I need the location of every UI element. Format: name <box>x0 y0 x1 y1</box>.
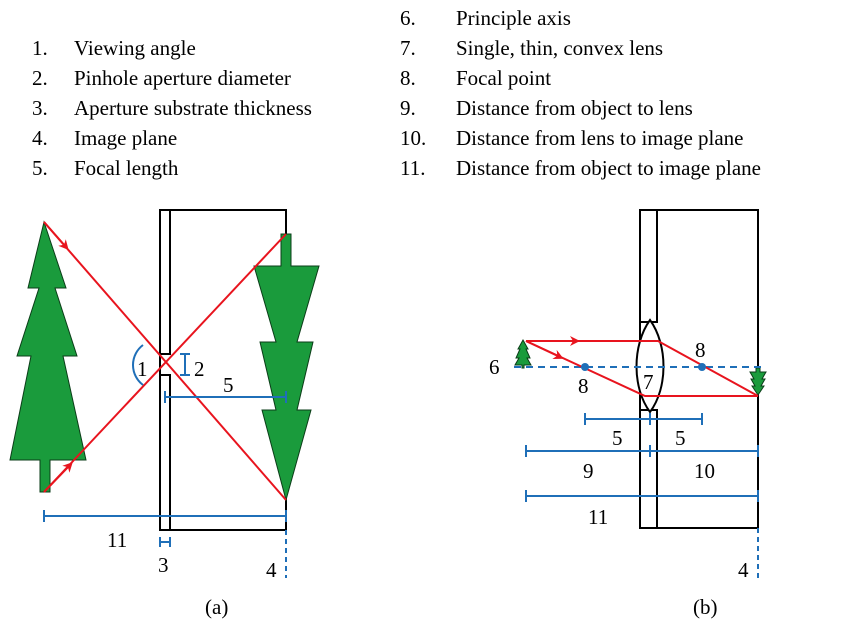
legend-item-focal-point: 8.Focal point <box>400 66 552 90</box>
object-to-image-dimension-b <box>525 490 759 502</box>
object-tree-icon <box>9 220 87 493</box>
object-lens-image-dimension <box>525 445 759 457</box>
lens-camera-diagram: 6 8 8 7 5 5 9 10 <box>489 209 767 619</box>
small-object-tree-icon <box>514 338 532 369</box>
ray-bottom-to-top <box>43 233 287 493</box>
legend-item-object-to-image: 11.Distance from object to image plane <box>400 156 761 180</box>
substrate-thickness-marker <box>159 537 171 547</box>
legend-item-image-plane: 4.Image plane <box>32 126 178 150</box>
label-object-to-image: 11 <box>107 528 127 552</box>
image-tree-icon <box>253 233 320 502</box>
ray-arrow-focus <box>525 340 564 359</box>
viewing-angle-arc <box>132 344 144 386</box>
legend-left: 1.Viewing angle 2.Pinhole aperture diame… <box>32 33 312 183</box>
legend-item-substrate-thickness: 3.Aperture substrate thickness <box>32 96 312 120</box>
legend-item-focal-length: 5.Focal length <box>32 156 179 180</box>
label-principal-axis: 6 <box>489 355 500 379</box>
caption-b: (b) <box>693 595 718 619</box>
small-image-tree-icon <box>749 367 767 396</box>
label-substrate-thickness: 3 <box>158 553 169 577</box>
legend-item-object-to-lens: 9.Distance from object to lens <box>400 96 693 120</box>
focal-length-dimension-b <box>584 413 703 425</box>
ray-arrow-top <box>43 221 69 251</box>
label-focal-length: 5 <box>223 373 234 397</box>
ray-arrow-bottom <box>43 462 73 493</box>
pinhole-camera-diagram: 1 2 5 11 3 4 (a) <box>9 209 320 619</box>
focal-length-dimension <box>164 391 287 403</box>
label-lens: 7 <box>643 370 654 394</box>
label-focal-point-right: 8 <box>695 338 706 362</box>
focal-point-left <box>581 363 589 371</box>
legend-item-lens-to-image: 10.Distance from lens to image plane <box>400 126 744 150</box>
label-aperture-diameter: 2 <box>194 357 205 381</box>
legend-right: 6.Principle axis 7.Single, thin, convex … <box>400 3 761 183</box>
aperture-substrate-upper <box>159 209 171 355</box>
legend-item-convex-lens: 7.Single, thin, convex lens <box>400 36 664 60</box>
label-image-plane: 4 <box>266 558 277 582</box>
caption-a: (a) <box>205 595 228 619</box>
label-focal-point-left: 8 <box>578 374 589 398</box>
lens-substrate-upper <box>639 209 658 323</box>
focal-point-right <box>698 363 706 371</box>
aperture-substrate-lower <box>159 374 171 531</box>
label-focal-length-right: 5 <box>675 426 686 450</box>
legend-item-aperture-diameter: 2.Pinhole aperture diameter <box>32 66 291 90</box>
aperture-diameter-marker <box>180 353 190 376</box>
label-object-to-image-b: 11 <box>588 505 608 529</box>
label-lens-to-image: 10 <box>694 459 715 483</box>
ray-through-focus <box>525 340 758 397</box>
legend-item-principle-axis: 6.Principle axis <box>400 6 571 30</box>
label-focal-length-left: 5 <box>612 426 623 450</box>
label-object-to-lens: 9 <box>583 459 594 483</box>
ray-top-to-bottom <box>43 221 287 501</box>
label-viewing-angle: 1 <box>137 357 148 381</box>
lens-substrate-lower <box>639 409 658 529</box>
legend-item-viewing-angle: 1.Viewing angle <box>32 36 196 60</box>
object-to-image-dimension <box>43 510 287 522</box>
label-image-plane-b: 4 <box>738 558 749 582</box>
